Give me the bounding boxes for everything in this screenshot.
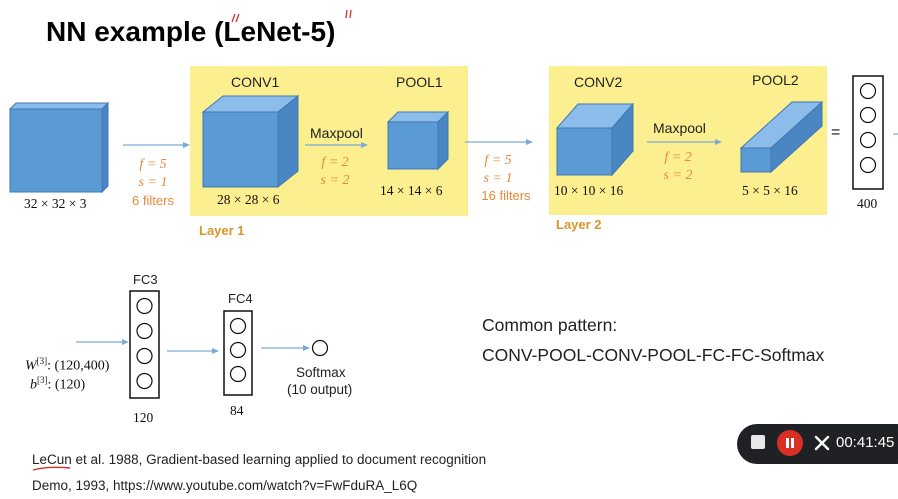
conv1-volume [201,94,300,189]
softmax-sublabel: (10 output) [287,382,353,397]
input-dim: 32 × 32 × 3 [24,196,87,211]
conv2-dim: 10 × 10 × 16 [554,183,624,198]
weight-shape: W[3]: (120,400) [25,356,110,374]
pool1-param-f: f = 2 [321,155,349,170]
conv2-param-s: s = 1 [483,171,513,186]
layer1-label: Layer 1 [199,223,245,238]
pool2-param-s: s = 2 [663,168,693,183]
equals-sign: = [831,124,841,141]
fc3-vector [129,290,160,399]
conv2-label: CONV2 [574,74,623,90]
lecun-underline [32,466,71,471]
close-icon[interactable] [813,434,831,452]
fc4-dim: 84 [230,403,244,418]
reference-lecun: LeCun et al. 1988, Gradient-based learni… [32,452,487,467]
conv2-filters: 16 filters [481,188,531,203]
pool2-dim: 5 × 5 × 16 [742,183,798,198]
pool2-param-f: f = 2 [664,150,692,165]
pattern-heading: Common pattern: [482,315,618,335]
pool2-op-label: Maxpool [653,120,706,136]
pool1-op-label: Maxpool [310,125,363,141]
bias-shape: b[3]: (120) [30,375,86,393]
fc4-vector [223,310,253,396]
pool2-volume [739,100,824,174]
title-pen-annotation [231,9,352,23]
conv1-label: CONV1 [231,74,280,90]
input-volume [8,101,110,194]
stop-icon[interactable] [751,435,765,449]
conv1-filters: 6 filters [132,193,174,208]
softmax-node [311,339,329,357]
conv2-volume [555,102,635,177]
conv1-dim: 28 × 28 × 6 [217,192,280,207]
fc3-dim: 120 [133,410,154,425]
conv1-param-f: f = 5 [139,157,167,172]
recording-timer: 00:41:45 [836,434,895,451]
conv2-param-f: f = 5 [484,153,512,168]
flatten-dim: 400 [857,196,878,211]
fc3-label: FC3 [133,272,158,287]
flatten-vector [852,75,884,190]
pool1-dim: 14 × 14 × 6 [380,183,443,198]
pool1-volume [386,110,450,171]
pool1-param-s: s = 2 [320,173,350,188]
pause-button[interactable] [777,430,803,456]
layer2-label: Layer 2 [556,217,602,232]
slide-title: NN example (LeNet-5) [46,16,336,47]
reference-demo: Demo, 1993, https://www.youtube.com/watc… [32,478,418,493]
fc4-label: FC4 [228,291,253,306]
pool2-label: POOL2 [752,72,799,88]
softmax-label: Softmax [296,365,346,380]
pattern-text: CONV-POOL-CONV-POOL-FC-FC-Softmax [482,345,825,365]
conv1-param-s: s = 1 [138,175,168,190]
reference-author: LeCun [32,452,72,467]
pool1-label: POOL1 [396,74,443,90]
